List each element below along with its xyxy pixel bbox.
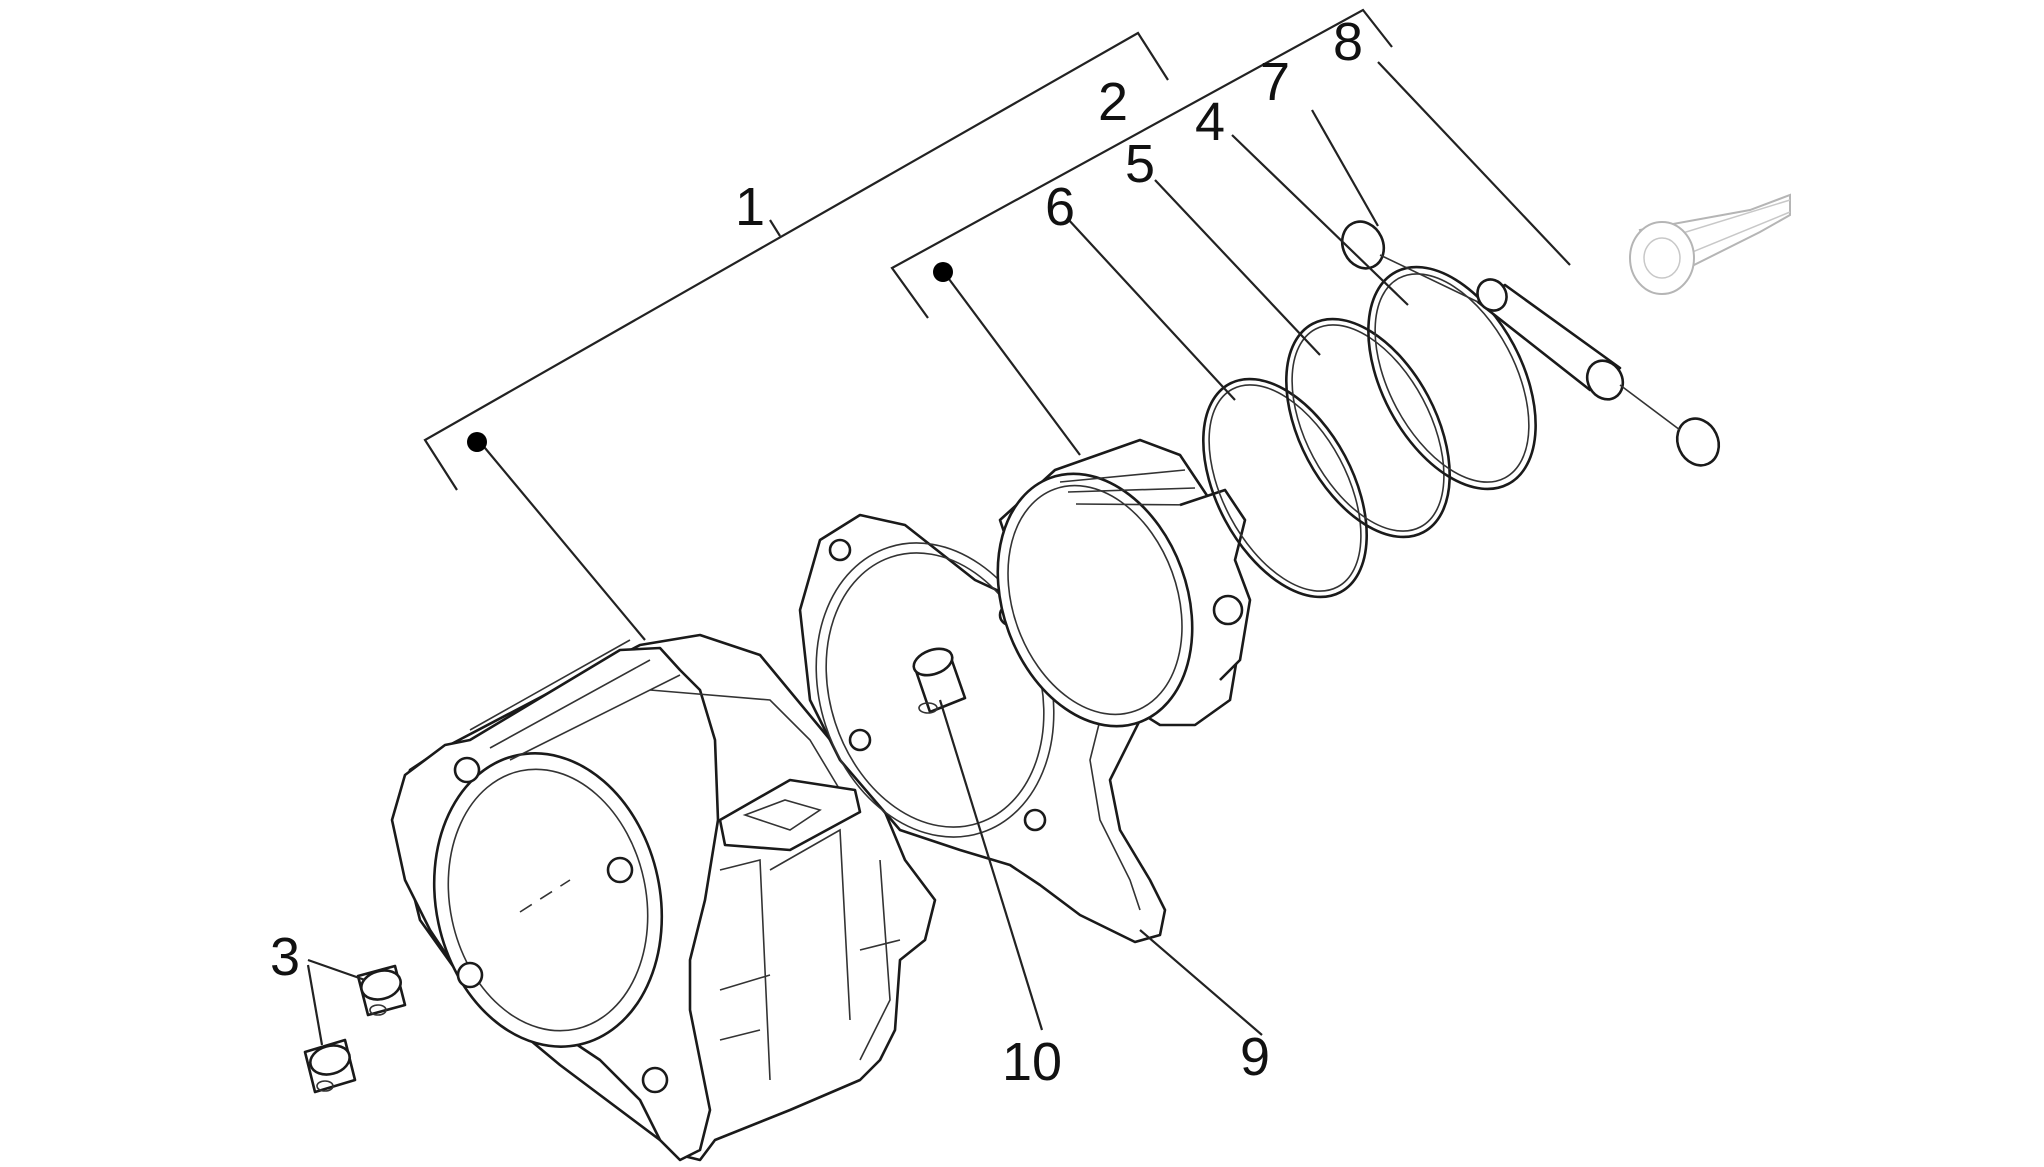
- callout-label-4: 4: [1195, 92, 1225, 152]
- cylinder-block: [390, 633, 937, 1162]
- bracket-group-2: [890, 8, 1393, 319]
- marker-dot-2: [933, 262, 953, 282]
- callout-label-7: 7: [1260, 52, 1290, 112]
- callout-label-10: 10: [1002, 1032, 1062, 1092]
- centering-bushing: [912, 647, 967, 714]
- dowel-pin-lower: [303, 1038, 357, 1094]
- leader-lines: [306, 61, 1571, 1046]
- circlip-upper: [1340, 220, 1386, 270]
- piston-ring-5: [1285, 317, 1451, 539]
- bracket-group-1: [423, 31, 1169, 491]
- piston-ring-6: [1202, 377, 1368, 599]
- piston: [996, 438, 1252, 728]
- callout-label-2: 2: [1098, 72, 1128, 132]
- piston-ring-4: [1367, 265, 1537, 491]
- marker-dot-1: [467, 432, 487, 452]
- callout-label-8: 8: [1333, 12, 1363, 72]
- piston-pin: [1379, 254, 1681, 431]
- callout-label-1: 1: [735, 177, 765, 237]
- circlip-lower: [1675, 417, 1721, 467]
- callout-label-9: 9: [1240, 1027, 1270, 1087]
- callout-label-6: 6: [1045, 177, 1075, 237]
- connecting-rod-ghost: [1629, 193, 1791, 295]
- dowel-pin-upper: [356, 964, 407, 1017]
- callout-label-3: 3: [270, 927, 300, 987]
- callout-label-5: 5: [1125, 134, 1155, 194]
